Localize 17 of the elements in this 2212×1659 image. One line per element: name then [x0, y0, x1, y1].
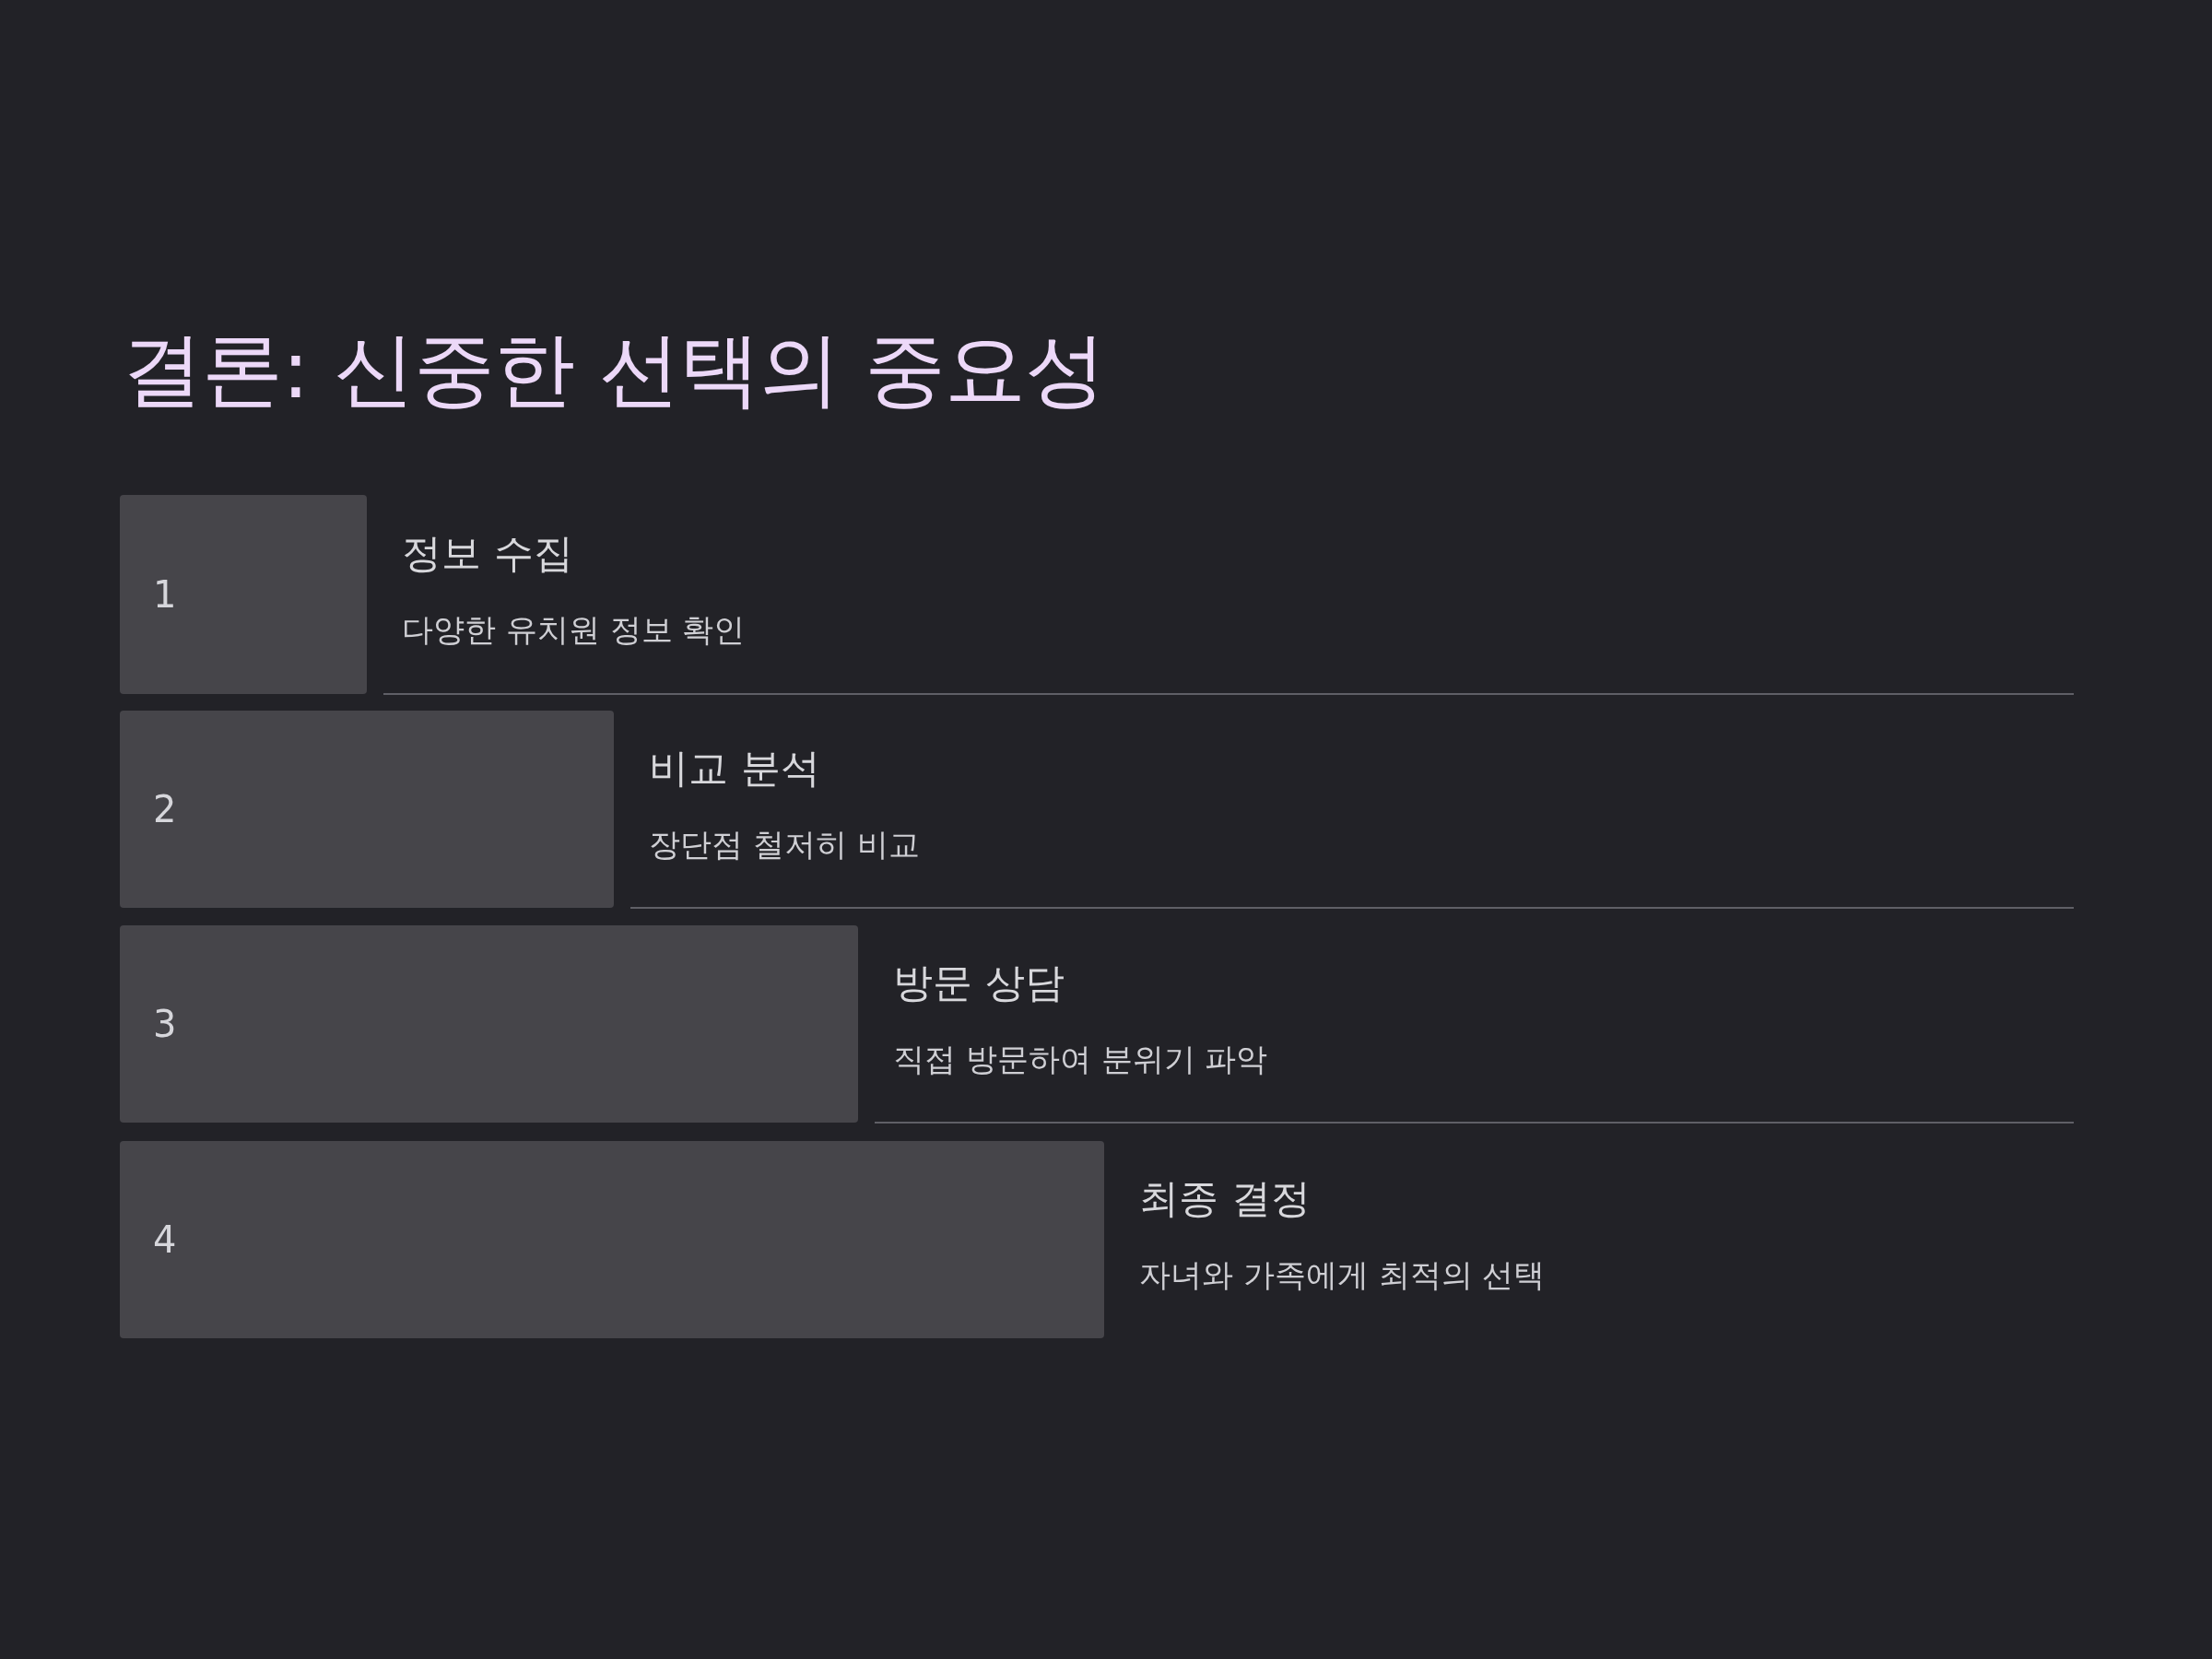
step-number: 1	[153, 572, 177, 617]
step-bar	[120, 1141, 1104, 1338]
step-heading: 비교 분석	[649, 745, 820, 793]
step-heading: 방문 상담	[893, 959, 1065, 1007]
slide-title: 결론: 신중한 선택의 중요성	[122, 321, 1105, 418]
step-bar	[120, 711, 614, 908]
step-description: 다양한 유치원 정보 확인	[402, 610, 746, 649]
step-description: 장단점 철저히 비교	[649, 825, 920, 864]
step-bar	[120, 925, 858, 1123]
step-number: 2	[153, 787, 177, 831]
step-bar	[120, 495, 367, 694]
step-heading: 정보 수집	[402, 530, 573, 578]
step-description: 자녀와 가족에게 최적의 선택	[1139, 1255, 1546, 1294]
step-description: 직접 방문하여 분위기 파악	[893, 1040, 1268, 1078]
step-number: 4	[153, 1218, 177, 1262]
step-heading: 최종 결정	[1139, 1175, 1311, 1223]
step-number: 3	[153, 1002, 177, 1046]
